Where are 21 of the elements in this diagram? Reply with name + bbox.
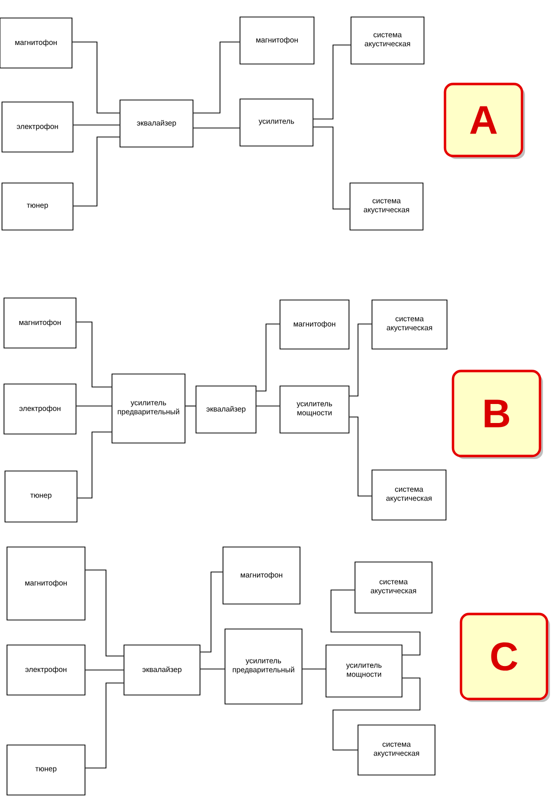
connector-line: [349, 324, 372, 396]
panel-letter-box: A: [444, 82, 525, 159]
connector-line: [200, 668, 225, 670]
connector-line: [332, 678, 420, 750]
connector-line: [76, 322, 112, 388]
connector-line: [85, 570, 124, 656]
connector-line: [85, 682, 124, 768]
connector-line: [349, 416, 372, 496]
connector-line: [256, 324, 280, 392]
connector-line: [330, 590, 420, 656]
connector-line: [73, 136, 120, 206]
connector-line: [193, 42, 240, 114]
connector-line: [73, 124, 120, 126]
connector-line: [72, 42, 120, 114]
connector-line: [313, 126, 350, 210]
panel-letter-box: C: [460, 612, 550, 702]
connector-line: [77, 432, 112, 498]
panel-letter-box: B: [452, 370, 543, 459]
connector-line: [200, 572, 223, 652]
connector-line: [302, 668, 326, 670]
connector-line: [313, 44, 351, 120]
